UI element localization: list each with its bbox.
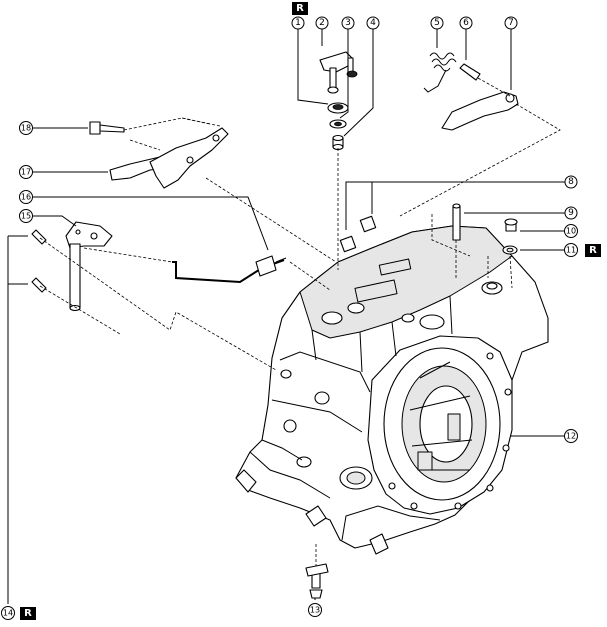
replace-marker-top: R xyxy=(292,2,308,15)
callout-10: 10 xyxy=(564,224,578,238)
callout-4: 4 xyxy=(366,16,380,30)
callout-7-label: 7 xyxy=(508,18,514,28)
callout-12-label: 12 xyxy=(566,432,576,441)
part-10-plug xyxy=(504,218,518,232)
leader-lines xyxy=(7,23,565,604)
callout-5-label: 5 xyxy=(434,18,440,28)
callout-2: 2 xyxy=(315,16,329,30)
callout-7: 7 xyxy=(504,16,518,30)
replace-marker-14: R xyxy=(20,607,36,620)
callout-4-label: 4 xyxy=(370,18,376,28)
replace-marker-top-text: R xyxy=(296,3,304,14)
callout-10-label: 10 xyxy=(566,227,576,236)
callout-17-label: 17 xyxy=(21,168,31,177)
part-3-washer xyxy=(329,119,347,129)
part-16-rod xyxy=(172,255,287,284)
callout-11: 11 xyxy=(564,243,578,257)
part-7-detent-lever xyxy=(441,91,519,131)
replace-marker-11-text: R xyxy=(589,245,597,256)
callout-9: 9 xyxy=(564,206,578,220)
part-17-bracket xyxy=(109,127,229,189)
callout-18-label: 18 xyxy=(21,124,31,133)
callout-17: 17 xyxy=(19,165,33,179)
callout-5: 5 xyxy=(430,16,444,30)
part-11-gasket xyxy=(502,245,518,255)
callout-16-label: 16 xyxy=(21,193,31,202)
part-8-dowels xyxy=(339,215,377,253)
callout-14: 14 xyxy=(1,606,15,620)
replace-marker-11: R xyxy=(585,244,601,257)
part-2-lever xyxy=(319,51,358,94)
callout-8: 8 xyxy=(564,175,578,189)
transaxle-case xyxy=(235,225,549,555)
replace-marker-14-text: R xyxy=(24,608,32,619)
callout-9-label: 9 xyxy=(568,208,574,218)
part-13-sensor xyxy=(305,563,329,599)
callout-15: 15 xyxy=(19,209,33,223)
part-14-pins xyxy=(31,229,47,293)
part-5-spring xyxy=(423,52,457,93)
callout-1-label: 1 xyxy=(295,18,301,28)
part-18-bolt xyxy=(89,121,125,135)
callout-13-label: 13 xyxy=(310,606,320,615)
callout-2-label: 2 xyxy=(319,18,325,28)
callout-8-label: 8 xyxy=(568,177,574,187)
callout-14-label: 14 xyxy=(3,609,13,618)
callout-6-label: 6 xyxy=(463,18,469,28)
callout-15-label: 15 xyxy=(21,212,31,221)
part-1-oil-seal xyxy=(327,102,349,114)
callout-12: 12 xyxy=(564,429,578,443)
callout-3-label: 3 xyxy=(345,18,351,28)
part-6-pin xyxy=(459,63,481,81)
callout-6: 6 xyxy=(459,16,473,30)
part-9-tube xyxy=(452,203,461,241)
callout-18: 18 xyxy=(19,121,33,135)
part-15-shift-arm xyxy=(65,221,113,312)
callout-11-label: 11 xyxy=(566,246,576,255)
callout-13: 13 xyxy=(308,603,322,617)
callout-3: 3 xyxy=(341,16,355,30)
part-4-bushing xyxy=(332,134,344,151)
callout-16: 16 xyxy=(19,190,33,204)
callout-1: 1 xyxy=(291,16,305,30)
